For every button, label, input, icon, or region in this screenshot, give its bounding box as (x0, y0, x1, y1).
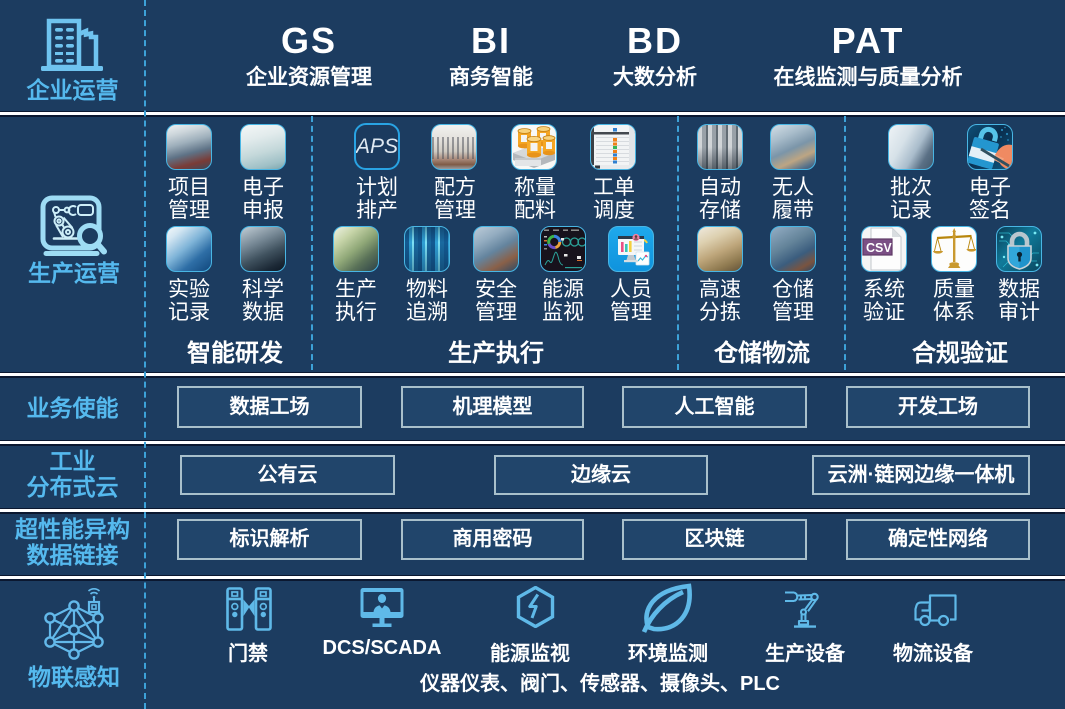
svg-text:CSV: CSV (866, 241, 892, 255)
